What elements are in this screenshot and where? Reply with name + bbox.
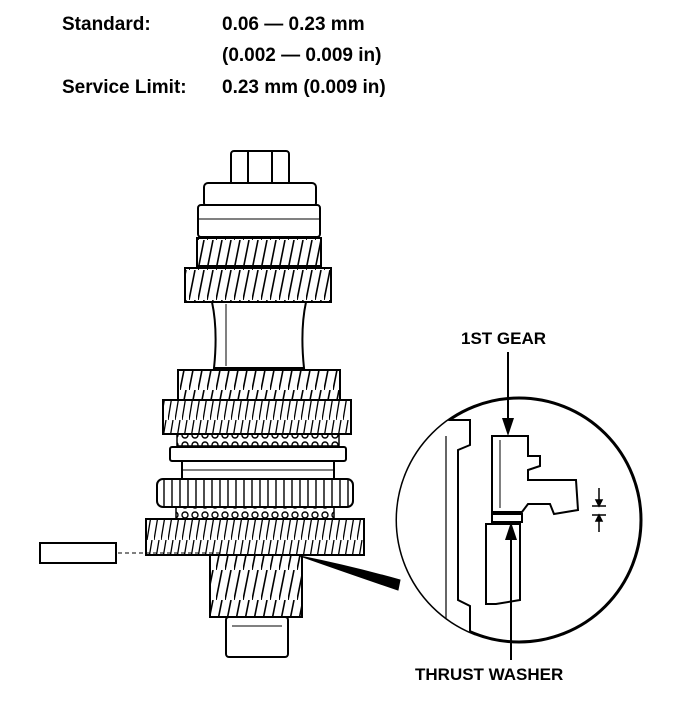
standard-label: Standard: [62,14,151,35]
service-limit-value: 0.23 mm (0.009 in) [222,77,386,98]
shaft-nut [230,150,290,186]
service-limit-label: Service Limit: [62,77,187,98]
needle-bearing [176,433,340,447]
standard-mm-value: 0.06 — 0.23 mm [222,14,365,35]
detail-view-circle [395,396,643,644]
first-gear [145,518,365,556]
upper-gear-1 [196,237,322,267]
lower-shaft [209,554,303,658]
standard-in-value: (0.002 — 0.009 in) [222,45,382,66]
feeler-gauge [39,542,220,564]
middle-gear-1 [177,369,341,401]
first-gear-arrow [502,352,514,436]
clearance-dimension-mark [592,488,606,532]
thrust-washer-arrow [505,522,517,660]
synchro-hub [169,446,347,480]
shaft-neck [210,301,308,369]
detail-leader [299,555,401,591]
thrust-washer-label: THRUST WASHER [415,665,564,684]
middle-gear-2 [162,399,352,435]
upper-gear-2 [184,267,332,303]
synchro-ring [156,478,354,520]
first-gear-label: 1ST GEAR [461,329,547,348]
shaft-collar [197,182,321,238]
